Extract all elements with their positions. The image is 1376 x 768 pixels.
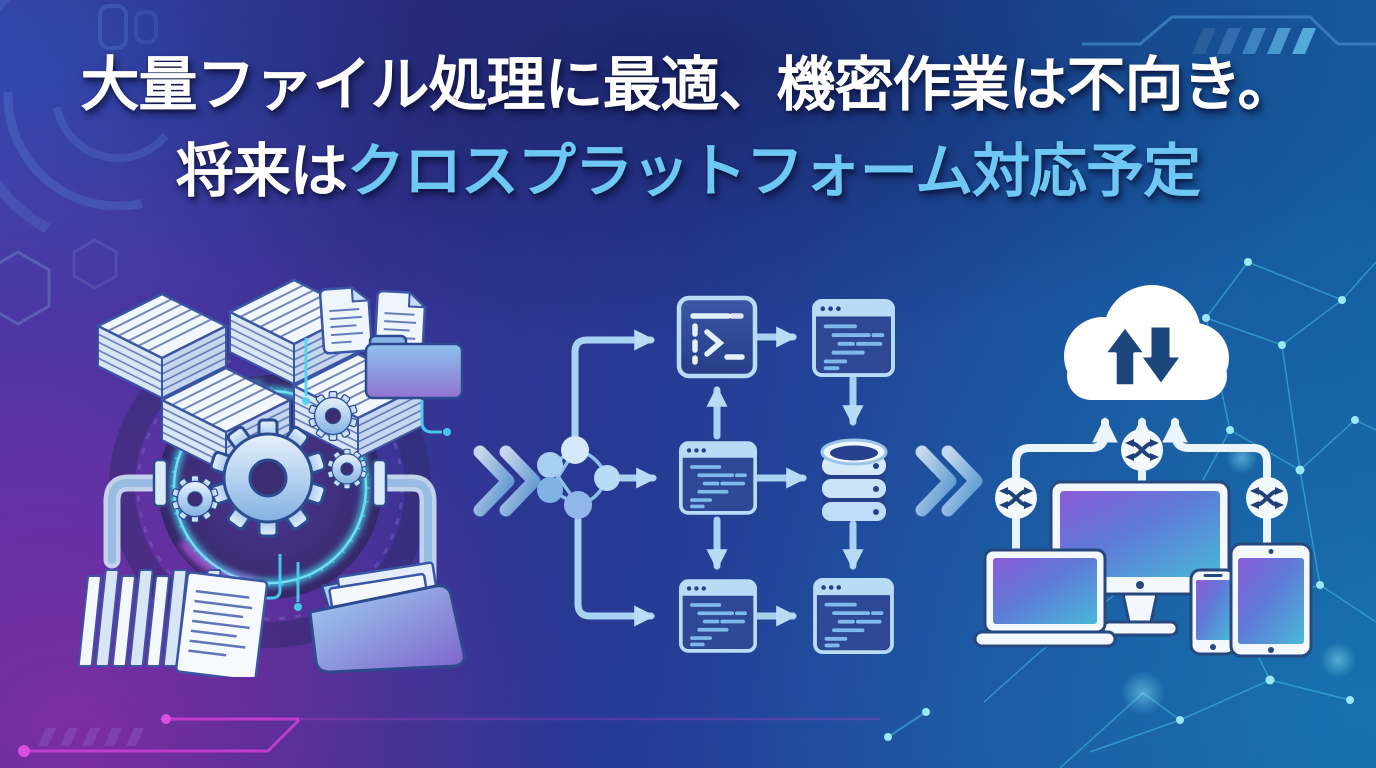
node-graph-icon xyxy=(537,436,620,519)
flow-arrow-icon xyxy=(571,326,864,627)
tablet-icon xyxy=(1229,542,1313,658)
headline-line2: 将来はクロスプラットフォーム対応予定 xyxy=(0,143,1376,201)
laptop-icon xyxy=(973,548,1117,648)
open-folder-icon xyxy=(308,561,466,674)
headline-line2-prefix: 将来は xyxy=(175,139,348,204)
folder-icon xyxy=(364,334,464,400)
pipe-icon xyxy=(103,458,437,611)
terminal-icon xyxy=(676,295,758,379)
file-rack-icon xyxy=(77,569,269,677)
cloud-upload-download-icon xyxy=(1064,285,1229,400)
download-arrow-icon xyxy=(1138,324,1184,387)
headline: 大量ファイル処理に最適、機密作業は不向き。 将来はクロスプラットフォーム対応予定 xyxy=(0,56,1376,201)
headline-line2-highlight: クロスプラットフォーム対応予定 xyxy=(346,139,1201,204)
illustration-automation-flowchart xyxy=(537,295,895,654)
hud-line-decor xyxy=(1082,15,1376,54)
magenta-circuit-decor xyxy=(18,714,880,757)
illustration-cloud-devices xyxy=(973,285,1313,658)
database-icon xyxy=(820,438,888,521)
smartphone-icon xyxy=(1189,568,1237,656)
upload-arrow-icon xyxy=(1102,324,1148,388)
illustration-bulk-files-gears xyxy=(77,278,466,677)
headline-line1: 大量ファイル処理に最適、機密作業は不向き。 xyxy=(80,52,1296,118)
circuit-connector-decor xyxy=(245,338,451,611)
